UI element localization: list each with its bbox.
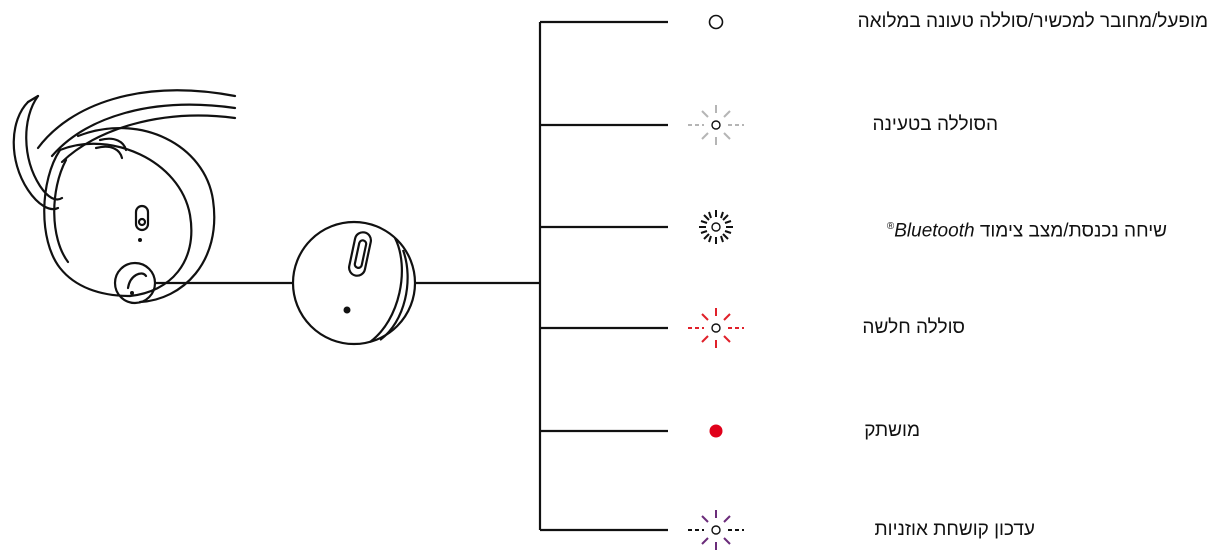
led-red-solid-icon	[709, 424, 723, 438]
port-zoom-circle	[291, 220, 417, 346]
legend-label-battery-charging: הסוללה בטעינה	[872, 114, 998, 135]
legend-label-incoming-call-text: שיחה נכנסת/מצב צימוד	[974, 220, 1167, 242]
legend-label-low-battery: סוללה חלשה	[862, 317, 965, 338]
legend-label-muted: מושתק	[864, 420, 920, 441]
legend-label-firmware-update: עדכון קושחת אוזניות	[874, 519, 1035, 540]
legend-label-on-connected: מופעל/מחובר למכשיר/סוללה טעונה במלואה	[857, 11, 1208, 32]
led-purple-flash-icon	[688, 510, 744, 550]
headset-illustration	[12, 89, 237, 305]
led-white-flash-icon	[688, 105, 744, 145]
registered-mark: ®	[886, 221, 895, 232]
legend-bracket	[538, 20, 668, 532]
legend-label-incoming-call-pairing: שיחה נכנסת/מצב צימוד Bluetooth®	[887, 215, 1167, 243]
led-red-flash-icon	[688, 308, 744, 348]
led-off-circle-icon	[708, 14, 724, 30]
bluetooth-brand-text: Bluetooth	[894, 220, 975, 242]
led-white-burst-icon	[699, 210, 733, 244]
